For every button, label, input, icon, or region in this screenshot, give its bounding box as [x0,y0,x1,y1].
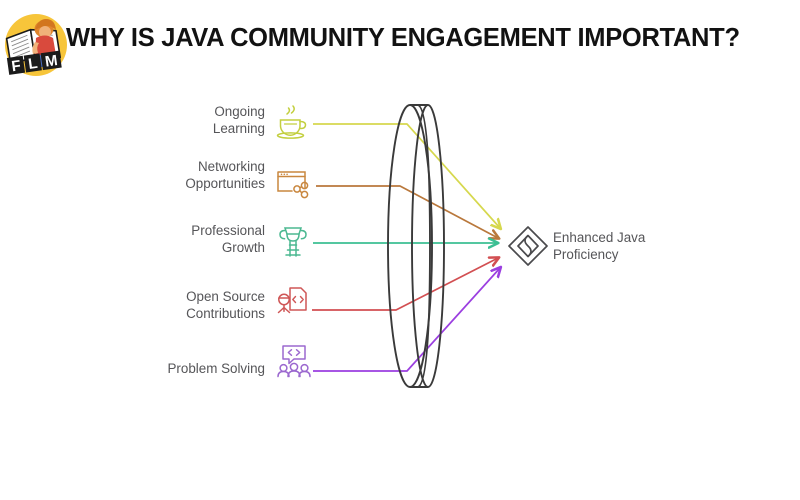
central-lens-shape [387,104,445,388]
node-label-networking-opportunities: Networking Opportunities [185,159,265,191]
trophy-ladder-icon [273,222,313,262]
browser-network-share-icon [273,166,313,206]
code-bubble-people-icon [274,341,314,381]
node-label-open-source-contributions: Open Source Contributions [186,289,265,321]
node-label-professional-growth: Professional Growth [191,223,265,255]
svg-text:M: M [44,52,59,71]
svg-text:L: L [27,55,38,73]
developer-code-document-icon [273,282,313,322]
flm-book-logo: F L M [2,12,70,78]
convergence-diagram: Ongoing Learning Networking Opportunitie… [0,82,800,500]
java-coffee-cup-icon [271,104,311,144]
svg-text:F: F [10,57,21,75]
connector-open-source-contributions [312,258,498,311]
connector-problem-solving [313,268,500,372]
diagram-connectors [312,104,800,388]
page-header: F L M WHY IS JAVA COMMUNITY ENGAGEMENT I… [0,0,800,82]
node-label-enhanced-java-proficiency: Enhanced Java Proficiency [553,230,646,262]
connector-networking-opportunities [316,185,498,238]
page-title: WHY IS JAVA COMMUNITY ENGAGEMENT IMPORTA… [66,24,740,52]
diamond-gem-icon [506,224,550,268]
node-label-problem-solving: Problem Solving [167,361,265,376]
connector-ongoing-learning [313,123,500,228]
node-label-ongoing-learning: Ongoing Learning [212,104,265,136]
